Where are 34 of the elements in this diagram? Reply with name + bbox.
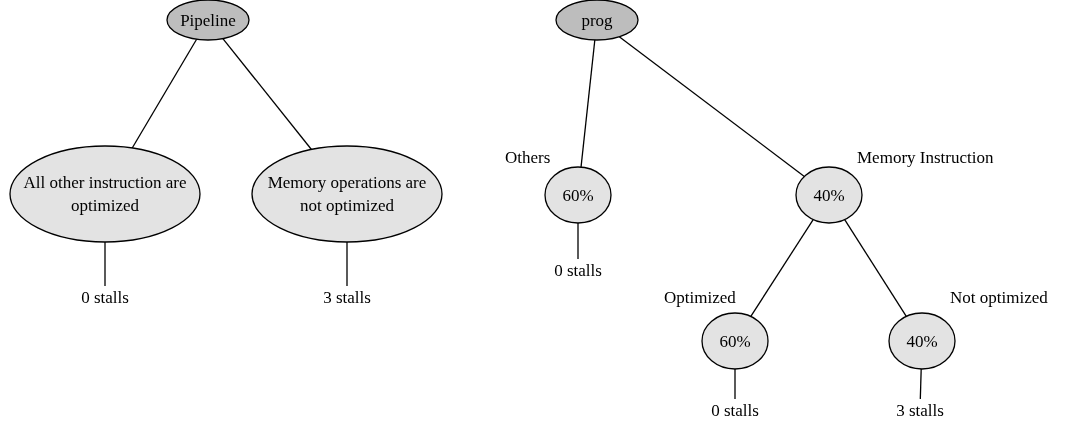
branch-label: Not optimized: [950, 287, 1048, 309]
node-oval: [251, 145, 443, 243]
connector-line: [346, 241, 348, 287]
stall-label: 0 stalls: [711, 399, 759, 421]
node-label: 40%: [813, 184, 845, 207]
branch-label: Others: [505, 147, 551, 169]
connector-line: [577, 222, 579, 260]
node-oval: [795, 166, 863, 224]
node-label: prog: [581, 9, 613, 32]
connector-line: [919, 368, 922, 400]
stall-label: 3 stalls: [896, 399, 944, 421]
node-oval: [701, 312, 769, 370]
node-oval: [9, 145, 201, 243]
connector-line: [222, 38, 313, 151]
node-label: Pipeline: [180, 9, 236, 32]
connector-line: [131, 38, 198, 149]
branch-label: Memory Instruction: [857, 147, 994, 169]
node-oval: [544, 166, 612, 224]
node-label: All other instruction are optimized: [22, 172, 188, 217]
connector-line: [104, 241, 106, 287]
connector-line: [580, 39, 596, 168]
connector-line: [734, 368, 736, 400]
node-label: Memory operations are not optimized: [266, 172, 428, 217]
stall-label: 3 stalls: [323, 286, 371, 309]
connector-line: [844, 219, 907, 317]
node-label: 40%: [906, 330, 938, 353]
connector-line: [618, 36, 805, 178]
node-oval: [888, 312, 956, 370]
stall-label: 0 stalls: [554, 259, 602, 282]
connector-line: [750, 218, 814, 318]
node-label: 60%: [562, 184, 594, 207]
stall-label: 0 stalls: [81, 286, 129, 309]
branch-label: Optimized: [664, 287, 736, 309]
node-label: 60%: [719, 330, 751, 353]
